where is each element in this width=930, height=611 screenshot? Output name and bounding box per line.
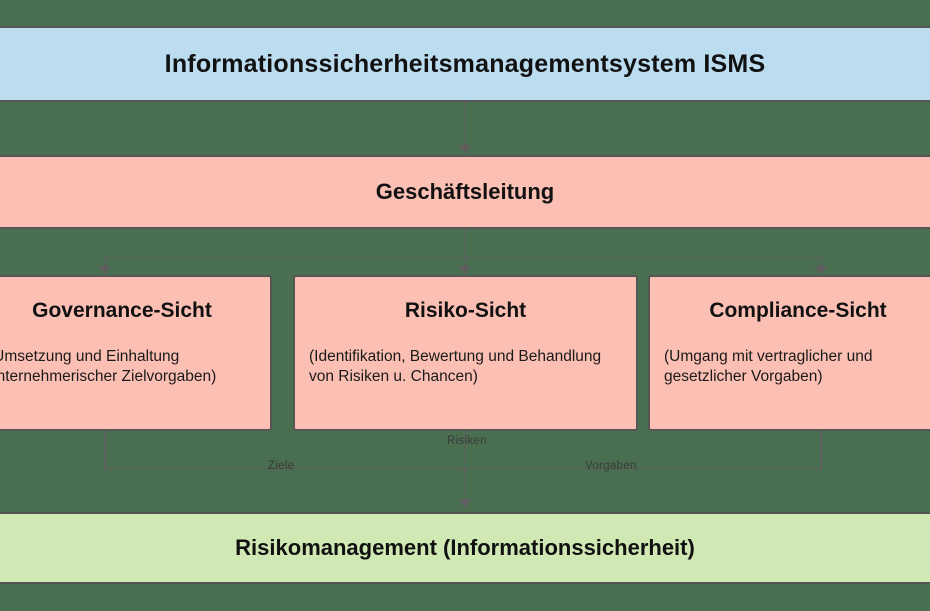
connector-bus-to-compliance	[820, 257, 822, 269]
connector-bus-horizontal	[104, 257, 822, 259]
node-compliance-title: Compliance-Sicht	[709, 299, 887, 322]
arrow-bus-to-risk	[459, 266, 471, 275]
node-riskmanagement-title: Risikomanagement (Informationssicherheit…	[235, 535, 695, 561]
node-management[interactable]: Geschäftsleitung	[0, 155, 930, 229]
node-governance-subtitle: (Umsetzung und Einhaltung unternehmerisc…	[0, 348, 217, 386]
node-riskmanagement[interactable]: Risikomanagement (Informationssicherheit…	[0, 512, 930, 584]
edge-label-risks: Risiken	[447, 435, 487, 447]
node-risk[interactable]: Risiko-Sicht (Identifikation, Bewertung …	[293, 275, 638, 431]
node-isms[interactable]: Informationssicherheitsmanagementsystem …	[0, 26, 930, 102]
node-risk-subtitle: (Identifikation, Bewertung und Behandlun…	[309, 348, 602, 386]
node-risk-title: Risiko-Sicht	[404, 299, 527, 322]
connector-bus-to-governance	[104, 257, 106, 269]
node-compliance[interactable]: Compliance-Sicht (Umgang mit vertraglich…	[648, 275, 930, 431]
connector-compliance-to-center	[464, 468, 822, 470]
edge-label-requirements: Vorgaben	[585, 460, 637, 472]
arrow-isms-to-management	[459, 145, 471, 154]
connector-risk-down	[464, 431, 466, 503]
arrow-to-riskmanagement	[459, 499, 471, 508]
node-compliance-subtitle: (Umgang mit vertraglicher und gesetzlich…	[664, 348, 873, 386]
connector-governance-down	[104, 431, 106, 469]
node-management-title: Geschäftsleitung	[375, 179, 555, 205]
edge-label-goals: Ziele	[268, 460, 295, 472]
arrow-bus-to-governance	[99, 266, 111, 275]
connector-management-to-bus	[464, 229, 466, 258]
connector-governance-to-center	[104, 468, 464, 470]
connector-bus-to-risk	[464, 257, 466, 269]
connector-isms-to-management	[464, 102, 466, 146]
node-governance-title: Governance-Sicht	[32, 299, 212, 322]
arrow-bus-to-compliance	[815, 266, 827, 275]
node-isms-title: Informationssicherheitsmanagementsystem …	[164, 49, 766, 78]
node-governance[interactable]: Governance-Sicht (Umsetzung und Einhaltu…	[0, 275, 272, 431]
connector-compliance-down	[820, 431, 822, 469]
